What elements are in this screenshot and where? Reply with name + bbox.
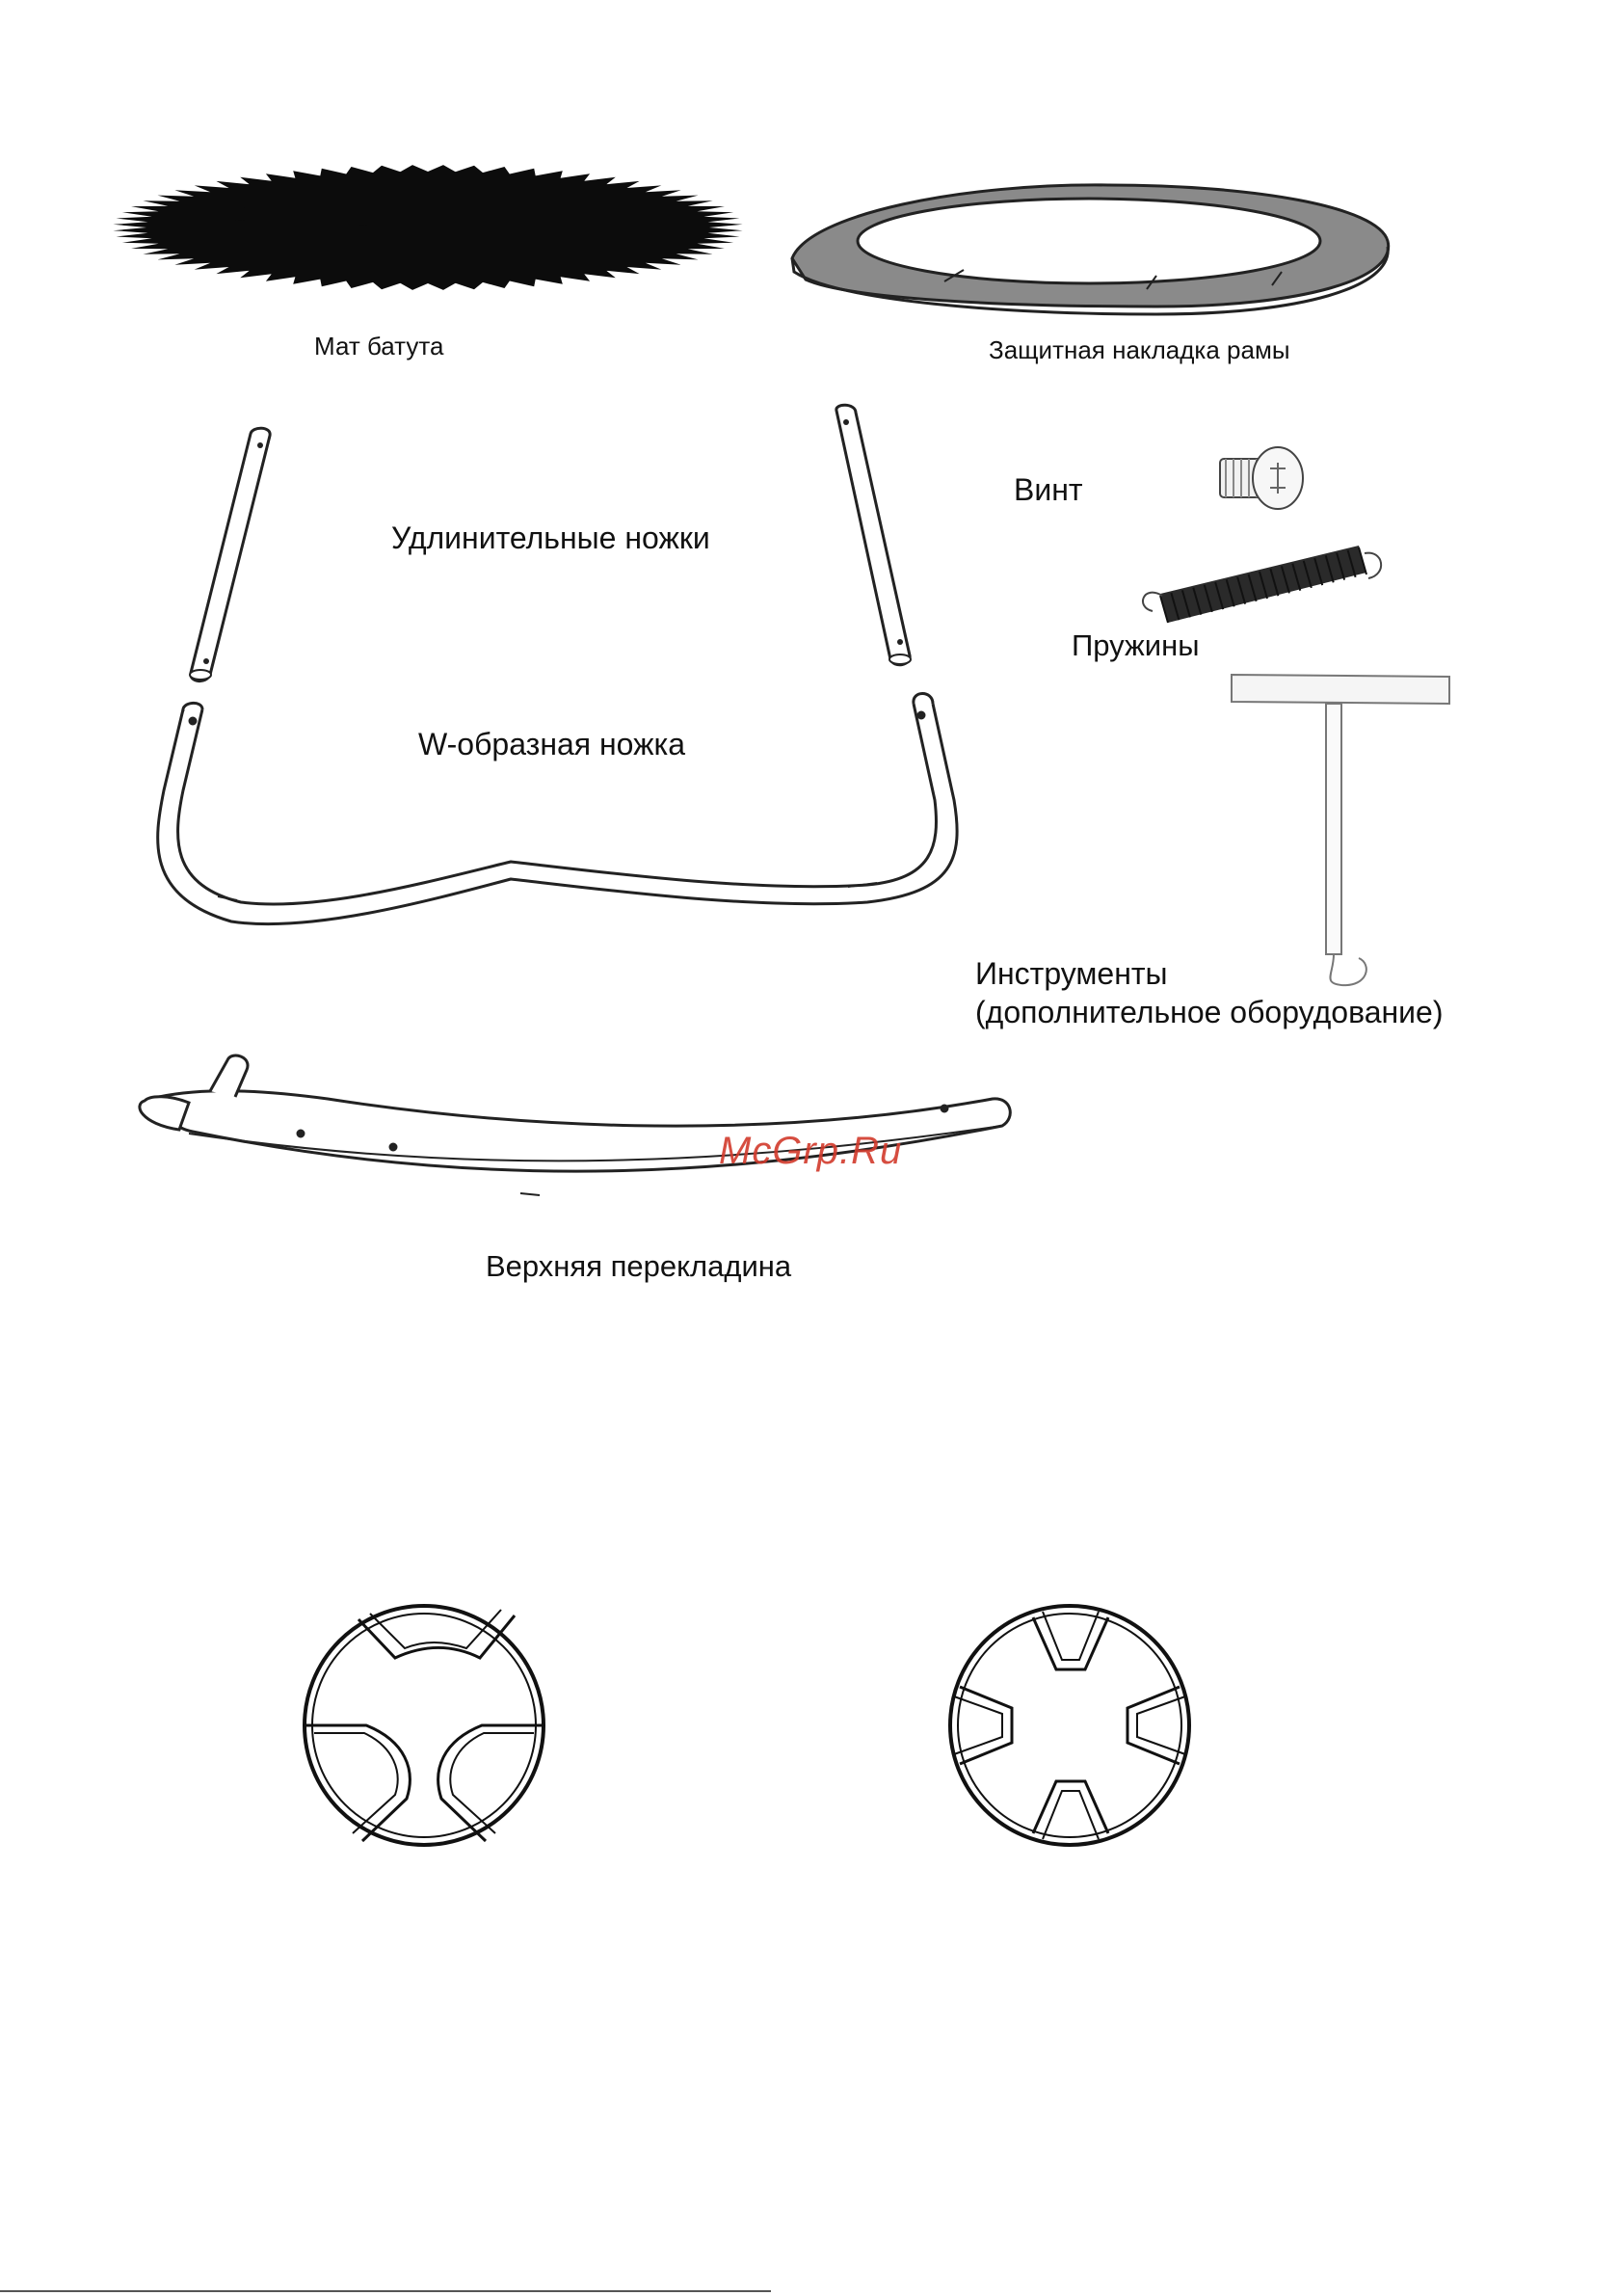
top-rail-image — [140, 1055, 1010, 1195]
tools-label-line2: (дополнительное оборудование) — [975, 993, 1444, 1031]
mat-label: Мат батута — [314, 332, 443, 361]
frame-diagram-left-image — [305, 1606, 544, 1845]
springs-label: Пружины — [1072, 628, 1199, 663]
tools-label: Инструменты (дополнительное оборудование… — [975, 954, 1444, 1031]
screw-label: Винт — [1014, 472, 1083, 508]
tools-label-line1: Инструменты — [975, 954, 1444, 993]
extension-leg-left-image — [190, 428, 270, 681]
trampoline-mat-image — [113, 165, 742, 290]
extension-leg-right-image — [836, 405, 911, 665]
w-leg-label: W-образная ножка — [418, 727, 685, 762]
watermark: McGrp.Ru — [719, 1130, 902, 1173]
frame-diagram-right-image — [950, 1606, 1189, 1845]
screw-image — [1220, 447, 1303, 509]
spring-image — [1143, 546, 1381, 623]
extension-legs-label: Удлинительные ножки — [391, 521, 710, 556]
frame-pad-label: Защитная накладка рамы — [989, 335, 1290, 365]
footer-divider — [0, 2290, 771, 2292]
tool-image — [1232, 675, 1449, 985]
frame-pad-image — [792, 185, 1389, 314]
top-rail-label: Верхняя перекладина — [486, 1249, 791, 1284]
